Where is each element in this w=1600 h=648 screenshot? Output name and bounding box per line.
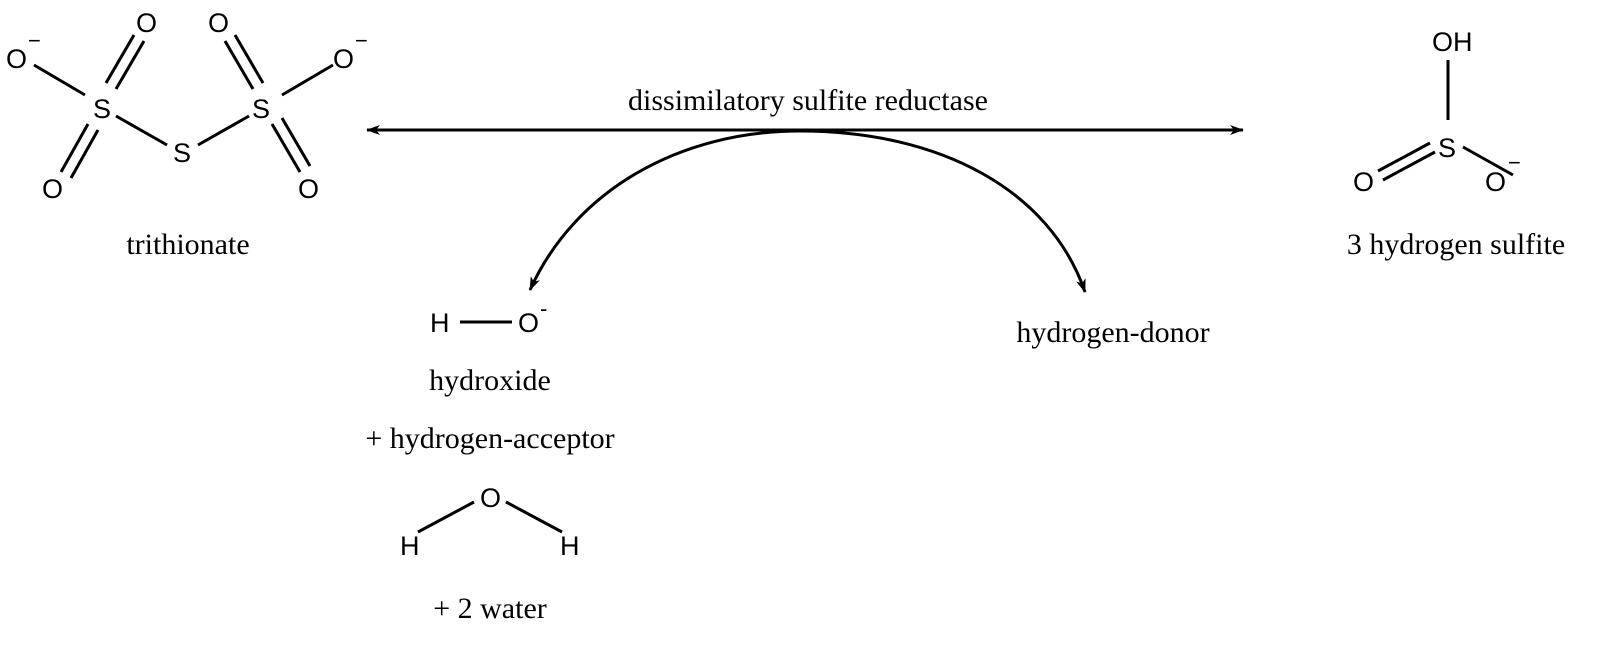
trithionate-structure: O − O S S S O O − O O — [6, 8, 368, 204]
atom-o: O — [333, 44, 354, 74]
charge: - — [540, 296, 547, 321]
atom-s: S — [93, 94, 111, 124]
atom-o: O — [518, 308, 539, 338]
atom-h: H — [400, 531, 420, 561]
side-arrow-left — [528, 129, 801, 291]
water-label: + 2 water — [433, 592, 547, 625]
charge: − — [1508, 150, 1521, 175]
hydroxide-structure: H O - — [430, 296, 547, 338]
atom-s: S — [252, 94, 270, 124]
atom-o: O — [6, 44, 27, 74]
atom-o: O — [1353, 167, 1374, 197]
atom-s: S — [173, 138, 191, 168]
charge: − — [28, 28, 41, 53]
atom-o: O — [480, 483, 501, 513]
donor-label: hydrogen-donor — [1016, 316, 1209, 349]
atom-o: O — [208, 8, 229, 38]
hydrogen-sulfite-structure: OH S O O − — [1353, 27, 1521, 197]
atom-o: O — [136, 8, 157, 38]
product-label: 3 hydrogen sulfite — [1347, 228, 1565, 261]
side-arrow-right — [799, 129, 1087, 293]
atom-o: O — [42, 174, 63, 204]
acceptor-label: + hydrogen-acceptor — [365, 422, 614, 455]
atom-h: H — [430, 308, 450, 338]
atom-h: H — [560, 531, 580, 561]
charge: − — [355, 28, 368, 53]
atom-oh: OH — [1432, 27, 1473, 57]
hydroxide-label: hydroxide — [429, 364, 551, 397]
atom-o: O — [1485, 167, 1506, 197]
reactant-label: trithionate — [126, 228, 249, 261]
water-structure: O H H — [400, 483, 580, 561]
atom-s: S — [1438, 133, 1456, 163]
enzyme-label: dissimilatory sulfite reductase — [628, 84, 988, 117]
atom-o: O — [298, 174, 319, 204]
